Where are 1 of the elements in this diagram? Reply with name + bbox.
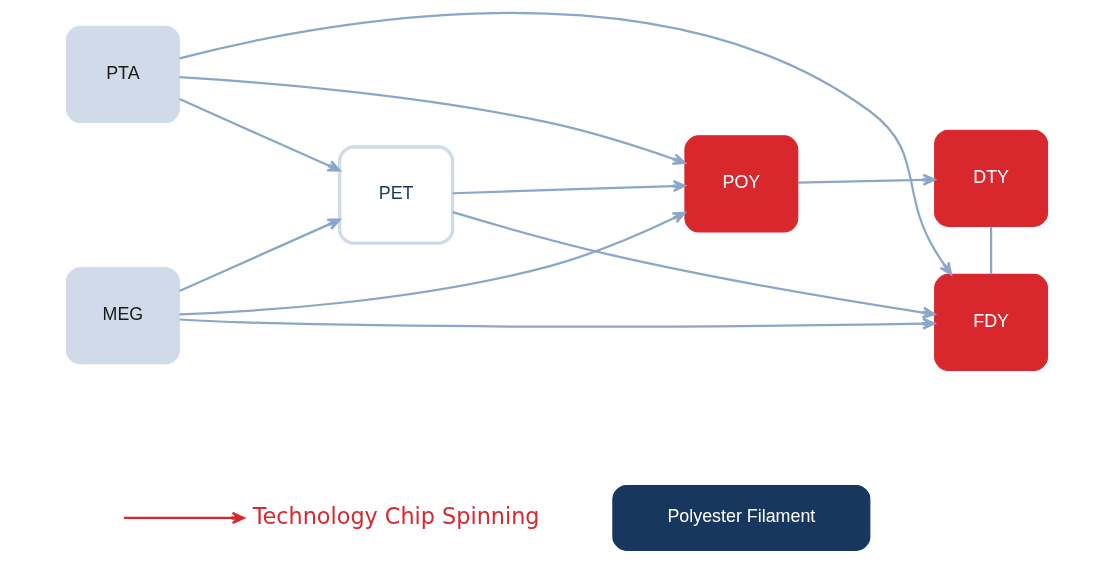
node-text: Technology Chip Spinning xyxy=(252,502,539,529)
